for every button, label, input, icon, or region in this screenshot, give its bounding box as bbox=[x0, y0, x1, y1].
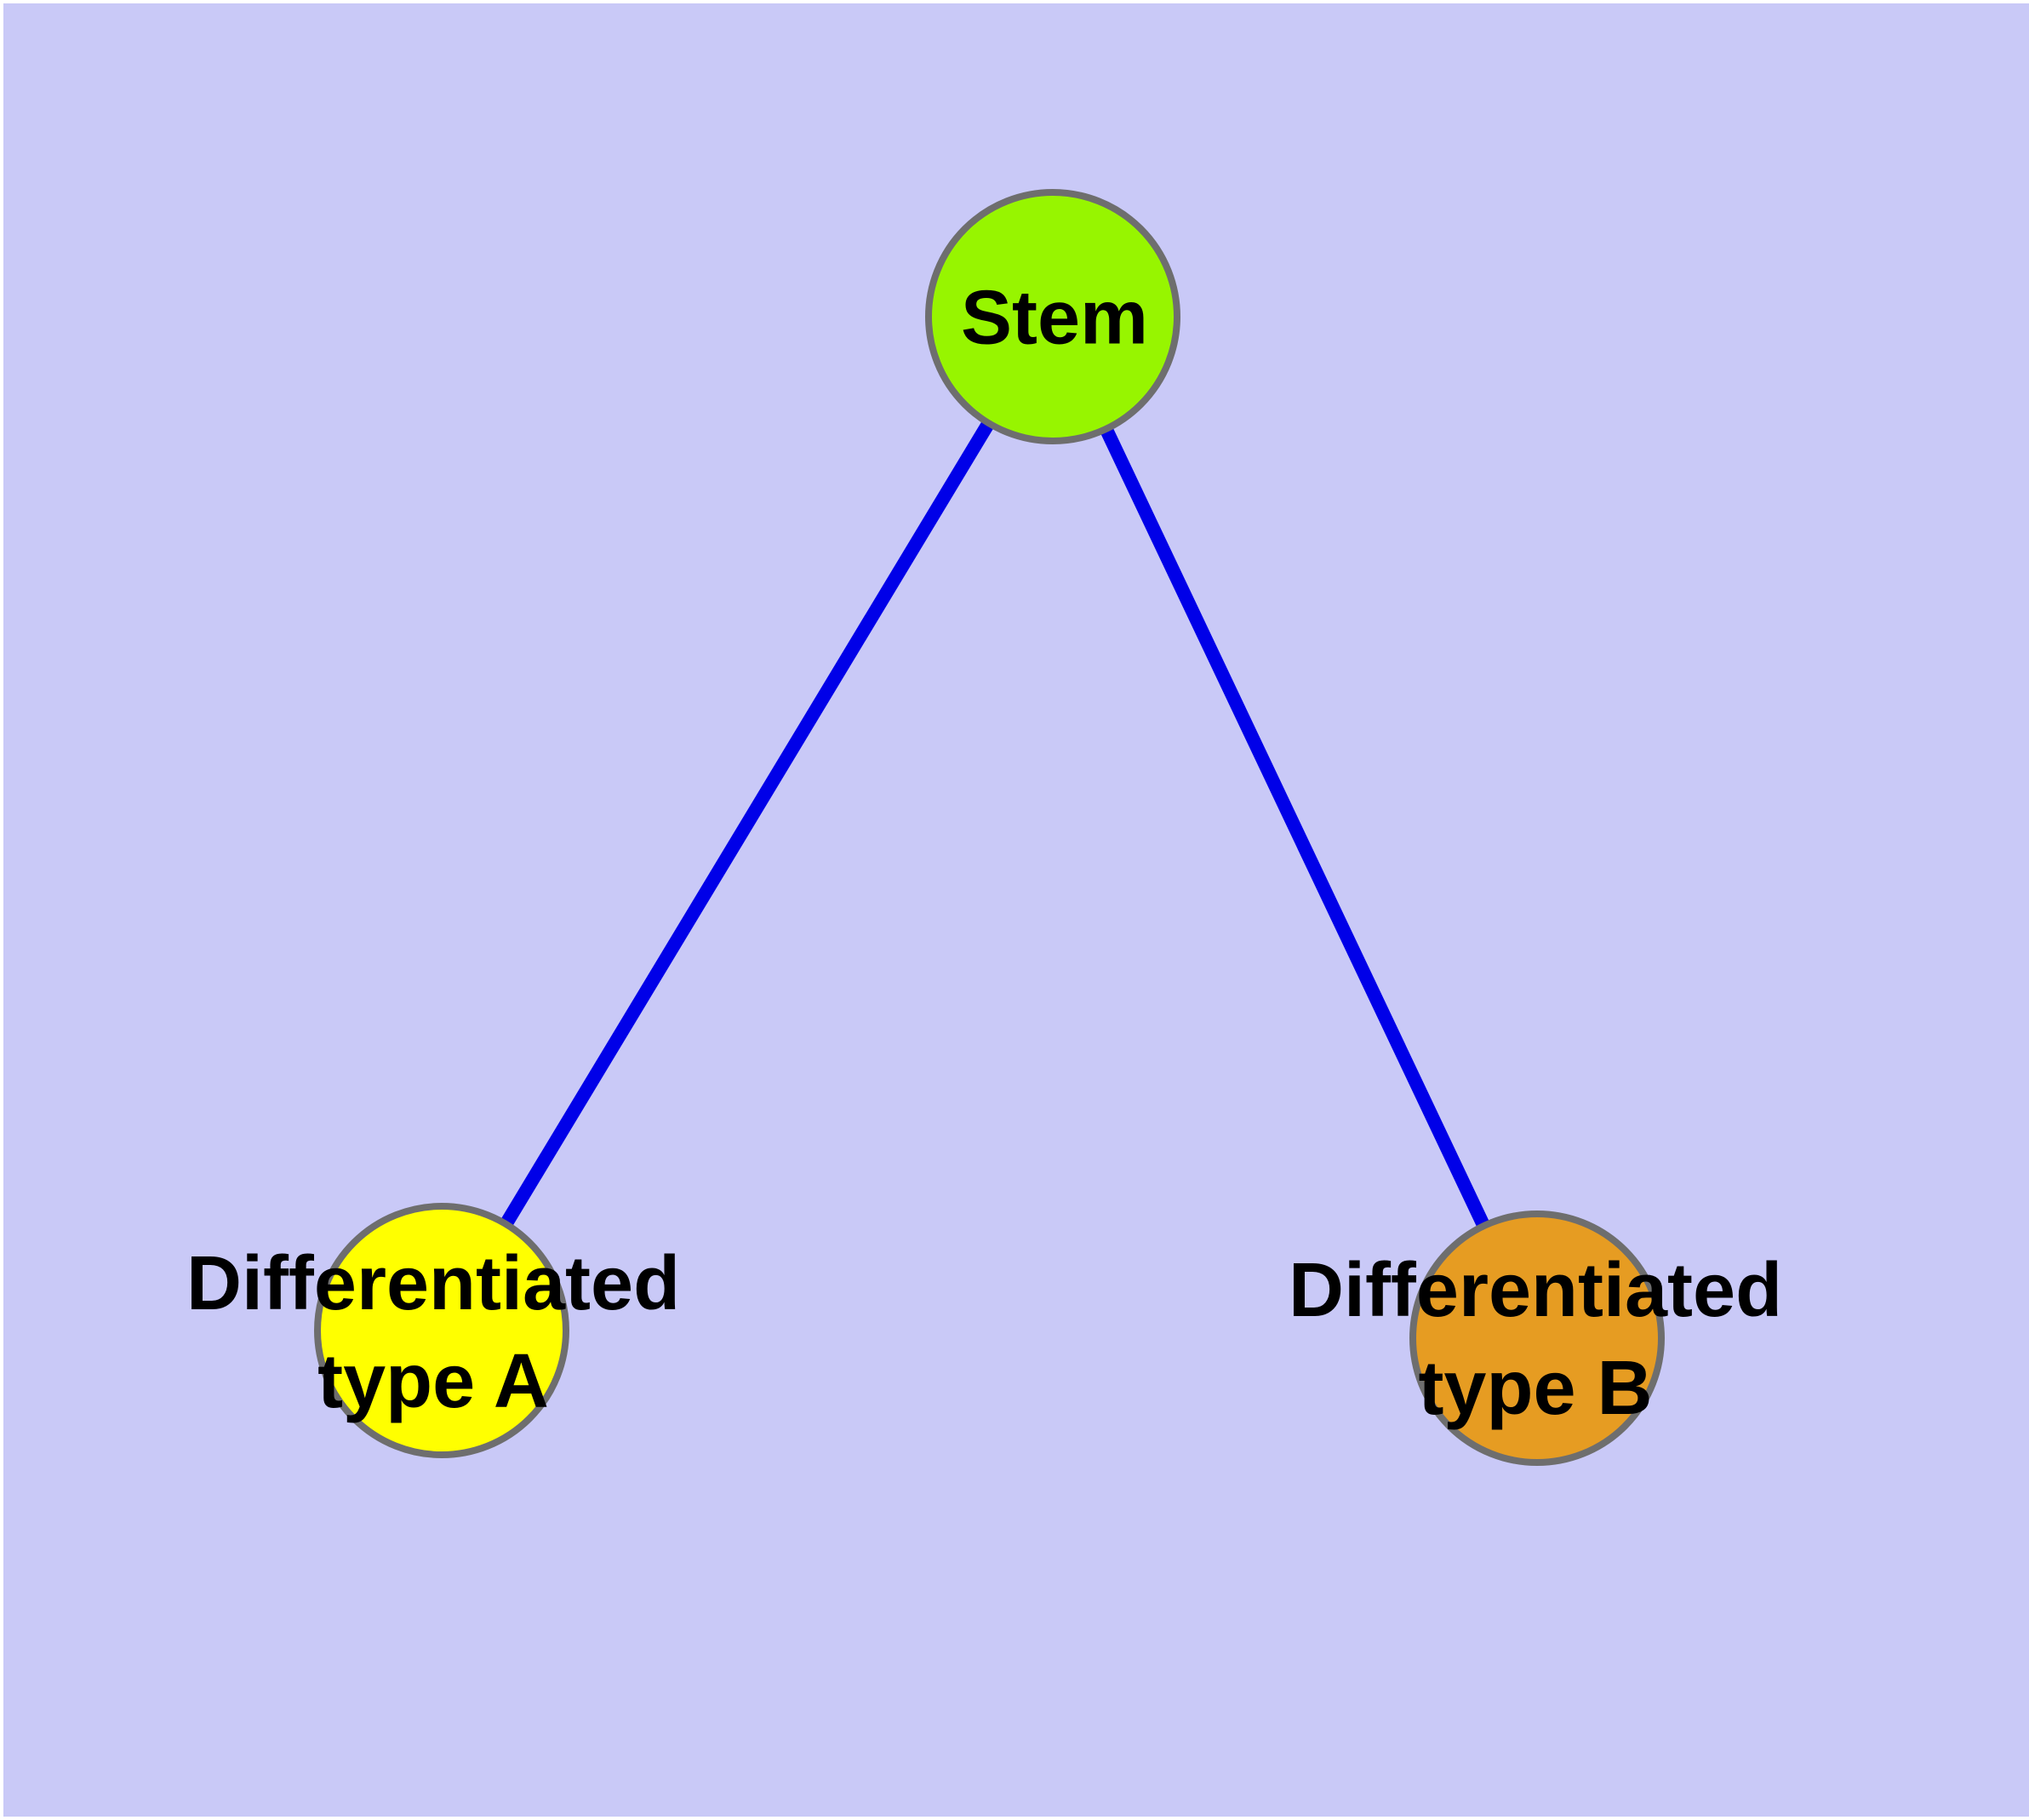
node-type-b-label-line2: type B bbox=[1418, 1346, 1653, 1431]
node-type-a-label-line1: Differentiated bbox=[186, 1241, 681, 1326]
edge-stem-to-type-b bbox=[1046, 313, 1544, 1342]
node-type-b-label: Differentiated type B bbox=[1289, 1242, 1782, 1438]
node-type-a-label: Differentiated type A bbox=[186, 1235, 680, 1431]
edges-layer bbox=[436, 312, 1544, 1342]
edge-stem-to-type-a bbox=[436, 312, 1059, 1335]
node-stem-label-text: Stem bbox=[960, 275, 1149, 361]
node-stem-label: Stem bbox=[961, 270, 1148, 368]
node-type-a-label-line2: type A bbox=[317, 1339, 549, 1424]
node-differentiated-type-b[interactable] bbox=[1409, 1210, 1665, 1466]
node-type-b-label-line1: Differentiated bbox=[1288, 1248, 1783, 1333]
node-stem[interactable] bbox=[925, 189, 1180, 444]
diagram-canvas: Stem Differentiated type A Differentiate… bbox=[3, 3, 2029, 1817]
node-differentiated-type-a[interactable] bbox=[314, 1203, 569, 1458]
